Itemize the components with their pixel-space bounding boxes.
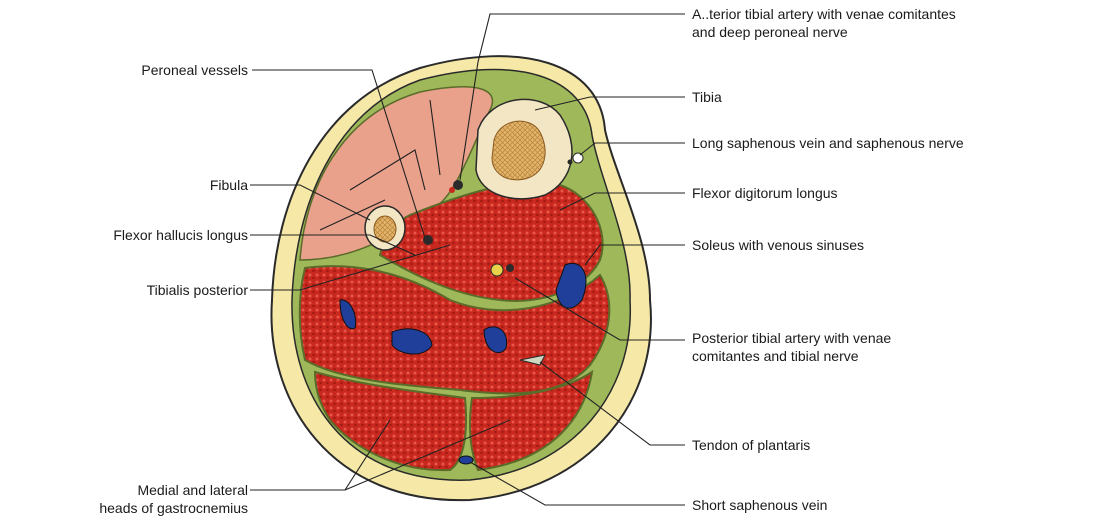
label-gastrocnemius-line1: Medial and lateral	[137, 482, 248, 498]
label-long-saphenous: Long saphenous vein and saphenous nerve	[692, 135, 964, 151]
label-gastrocnemius-line2: heads of gastrocnemius	[99, 500, 248, 516]
label-short-saphenous: Short saphenous vein	[692, 497, 827, 513]
anterior-tibial-artery	[449, 187, 455, 193]
tibia-marrow	[492, 121, 545, 180]
posterior-tibial-artery	[509, 277, 515, 283]
label-posterior-tibial-line2: comitantes and tibial nerve	[692, 348, 859, 364]
label-anterior-tibial-line2: and deep peroneal nerve	[692, 24, 848, 40]
label-fibula: Fibula	[210, 177, 248, 193]
label-posterior-tibial-line1: Posterior tibial artery with venae	[692, 330, 891, 346]
label-flexor-digitorum: Flexor digitorum longus	[692, 185, 838, 201]
label-tibia: Tibia	[692, 89, 722, 105]
label-tendon-plantaris: Tendon of plantaris	[692, 437, 810, 453]
posterior-tibial-vein	[506, 264, 514, 272]
label-soleus: Soleus with venous sinuses	[692, 237, 864, 253]
posterior-tibial-nerve	[491, 264, 503, 276]
label-tibialis-posterior: Tibialis posterior	[147, 282, 248, 298]
label-peroneal-vessels: Peroneal vessels	[141, 62, 248, 78]
saphenous-nerve	[568, 160, 573, 165]
label-anterior-tibial-line1: A..terior tibial artery with venae comit…	[692, 6, 956, 22]
label-flexor-hallucis: Flexor hallucis longus	[113, 227, 248, 243]
